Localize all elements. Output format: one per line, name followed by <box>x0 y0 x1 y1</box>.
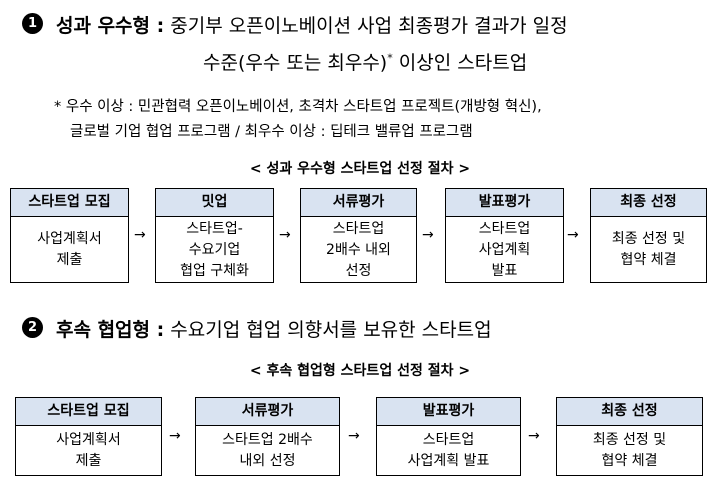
section1-note-line1: * 우수 이상 : 민관협력 오픈이노베이션, 초격차 스타트업 프로젝트(개방… <box>54 99 542 115</box>
step-header: 밋업 <box>156 189 273 217</box>
arrow-icon: → <box>134 227 146 243</box>
step-body-line: 최종 선정 및 <box>592 432 667 448</box>
section2-step-recruit: 스타트업 모집 사업계획서 제출 <box>15 397 162 476</box>
step-body: 최종 선정 및 협약 체결 <box>557 426 702 476</box>
step-body-line: 협약 체결 <box>620 252 677 268</box>
section2-heading: 2 <box>22 316 43 338</box>
step-body: 스타트업 사업계획 발표 <box>446 217 563 283</box>
section1-number-badge: 1 <box>22 13 43 34</box>
step-body-line: 스타트업 <box>478 220 531 237</box>
step-body-line: 발표 <box>491 262 518 279</box>
section2-step-final-selection: 최종 선정 최종 선정 및 협약 체결 <box>556 397 703 476</box>
section2-title-bold: 후속 협업형 : <box>56 319 165 341</box>
step-body-line: 사업계획서 <box>37 231 102 247</box>
step-body: 스타트업- 수요기업 협업 구체화 <box>156 217 273 283</box>
step-body-line: 수요기업 <box>188 241 241 258</box>
step-body-line: 협약 체결 <box>601 453 658 469</box>
arrow-icon: → <box>528 428 540 444</box>
section1-heading: 1 <box>22 12 43 34</box>
section2-step-document-review: 서류평가 스타트업 2배수 내외 선정 <box>195 397 340 476</box>
step-body: 스타트업 2배수 내외 선정 <box>196 426 339 476</box>
step-header: 최종 선정 <box>557 398 702 426</box>
step-body-line: 사업계획서 <box>56 432 121 448</box>
step-body-line: 선정 <box>345 262 372 279</box>
step-header: 스타트업 모집 <box>11 189 128 217</box>
section1-title-line2-end: 이상인 스타트업 <box>398 52 528 74</box>
section2-step-presentation: 발표평가 스타트업 사업계획 발표 <box>376 397 521 476</box>
step-body-line: 스타트업 <box>422 432 475 448</box>
step-header: 서류평가 <box>301 189 416 217</box>
section1-title-footnote-mark: * <box>387 51 393 65</box>
section1-title-bold: 성과 우수형 : <box>56 15 165 37</box>
step-header: 발표평가 <box>377 398 520 426</box>
arrow-icon: → <box>422 227 434 243</box>
step-body-line: 최종 선정 및 <box>611 231 686 247</box>
section1-title-line2-text: 수준(우수 또는 최우수) <box>203 52 388 74</box>
step-body-line: 스타트업 2배수 <box>222 432 313 448</box>
step-header: 최종 선정 <box>591 189 706 217</box>
section1-step-presentation: 발표평가 스타트업 사업계획 발표 <box>445 188 564 283</box>
step-body-line: 제출 <box>75 453 102 469</box>
section1-step-recruit: 스타트업 모집 사업계획서 제출 <box>10 188 129 283</box>
step-header: 발표평가 <box>446 189 563 217</box>
section1-step-meetup: 밋업 스타트업- 수요기업 협업 구체화 <box>155 188 274 283</box>
section2-title-text: 수요기업 협업 의향서를 보유한 스타트업 <box>170 319 492 341</box>
section1-process-title: < 성과 우수형 스타트업 선정 절차 > <box>249 161 471 177</box>
step-body-line: 협업 구체화 <box>180 262 249 279</box>
section2-number-badge: 2 <box>22 317 43 338</box>
step-body-line: 스타트업- <box>186 220 243 237</box>
section2-title-line1: 후속 협업형 : 수요기업 협업 의향서를 보유한 스타트업 <box>56 315 492 342</box>
section2-process-title: < 후속 협업형 스타트업 선정 절차 > <box>249 363 471 379</box>
arrow-icon: → <box>567 227 579 243</box>
step-header: 서류평가 <box>196 398 339 426</box>
step-header: 스타트업 모집 <box>16 398 161 426</box>
step-body-line: 내외 선정 <box>239 453 296 469</box>
step-body-line: 사업계획 발표 <box>407 453 490 469</box>
step-body-line: 스타트업 <box>332 220 385 237</box>
arrow-icon: → <box>279 227 291 243</box>
step-body-line: 제출 <box>56 252 83 268</box>
step-body: 최종 선정 및 협약 체결 <box>591 217 706 283</box>
section1-title-text: 중기부 오픈이노베이션 사업 최종평가 결과가 일정 <box>170 15 568 37</box>
step-body: 사업계획서 제출 <box>11 217 128 283</box>
section1-step-document-review: 서류평가 스타트업 2배수 내외 선정 <box>300 188 417 283</box>
section1-title-line1: 성과 우수형 : 중기부 오픈이노베이션 사업 최종평가 결과가 일정 <box>56 11 568 38</box>
arrow-icon: → <box>169 428 181 444</box>
step-body: 사업계획서 제출 <box>16 426 161 476</box>
section1-title-line2: 수준(우수 또는 최우수)* 이상인 스타트업 <box>203 48 527 75</box>
step-body-line: 2배수 내외 <box>326 241 391 258</box>
step-body: 스타트업 2배수 내외 선정 <box>301 217 416 283</box>
section1-step-final-selection: 최종 선정 최종 선정 및 협약 체결 <box>590 188 707 283</box>
step-body-line: 사업계획 <box>478 241 531 258</box>
arrow-icon: → <box>348 428 360 444</box>
section1-note-line2: 글로벌 기업 협업 프로그램 / 최우수 이상 : 딥테크 밸류업 프로그램 <box>70 124 473 140</box>
step-body: 스타트업 사업계획 발표 <box>377 426 520 476</box>
